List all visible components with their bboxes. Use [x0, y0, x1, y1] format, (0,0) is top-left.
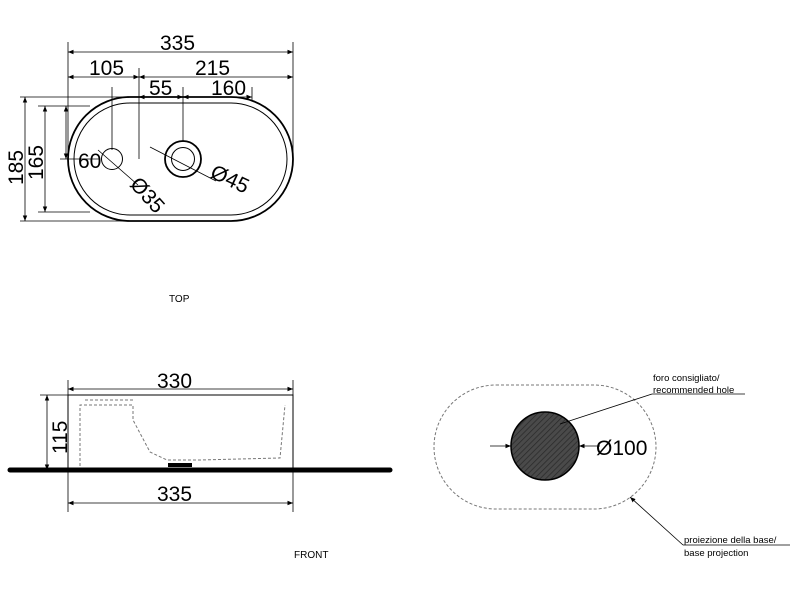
basin-interior-hidden [79, 404, 286, 466]
front-view: 330 115 335 FRONT [7, 370, 393, 561]
dim-335-top: 335 [160, 32, 195, 55]
top-view: 335 105 215 55 160 185 165 60 Ø35 Ø45 TO… [5, 32, 294, 305]
top-view-label: TOP [169, 294, 190, 305]
front-view-label: FRONT [294, 550, 328, 561]
drain-outlet [168, 463, 192, 467]
dim-55: 55 [149, 77, 172, 100]
dim-dia-100: Ø100 [596, 437, 647, 460]
dim-330: 330 [157, 370, 192, 393]
base-projection-view: Ø100 foro consigliato/ recommended hole … [433, 373, 790, 559]
note-base-line2: base projection [684, 548, 748, 559]
dim-115: 115 [49, 421, 72, 454]
dim-215: 215 [195, 57, 230, 80]
dim-165: 165 [25, 145, 48, 180]
note-hole-line1: foro consigliato/ [653, 373, 720, 384]
dim-335-front: 335 [157, 483, 192, 506]
dim-105: 105 [89, 57, 124, 80]
dim-60: 60 [78, 150, 101, 173]
note-hole-line2: recommended hole [653, 385, 734, 396]
note-base-line1: proiezione della base/ [684, 535, 777, 546]
large-hole [149, 140, 217, 182]
dim-dia-45: Ø45 [207, 161, 253, 199]
basin-inner-outline [73, 102, 288, 216]
dim-160: 160 [211, 77, 246, 100]
base-projection-outline [433, 384, 657, 510]
small-hole [97, 148, 139, 186]
recommended-hole [510, 411, 580, 481]
dim-185: 185 [5, 150, 28, 185]
